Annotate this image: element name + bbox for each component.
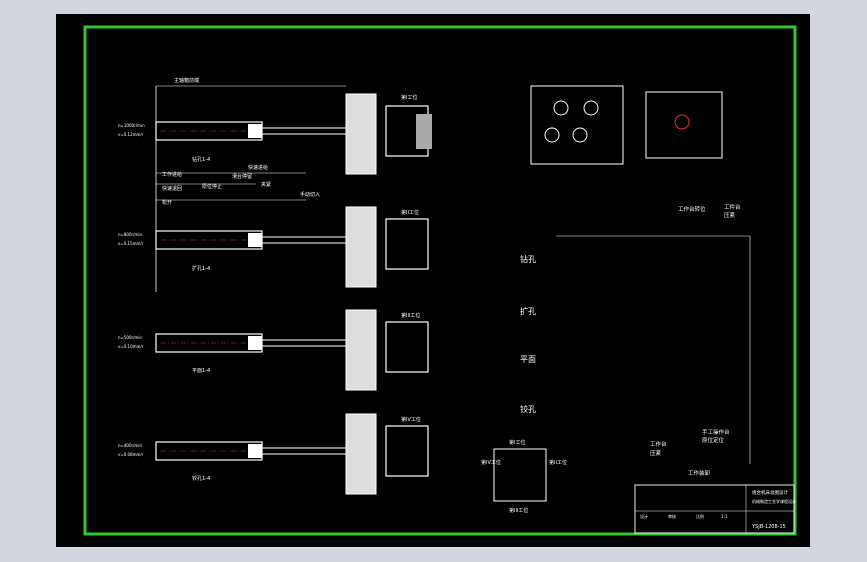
flow-top3: 压紧 xyxy=(724,211,736,219)
feed-b-1: v=0.12mm/r xyxy=(118,132,144,137)
station-box-bottom: 第III工位 xyxy=(509,507,528,514)
tb-c1: 设计 xyxy=(640,513,648,519)
cycle-l1: 快速进给 xyxy=(248,164,268,171)
spindle-box-4 xyxy=(248,444,262,458)
part-views xyxy=(530,85,723,165)
station-row-1: 第I工位 n=1000r/min v=0.12mm/r 钻孔1-4 xyxy=(118,93,432,175)
cad-drawing: 主轴箱前端 第I工位 n=1000r/min v=0.12mm/r 钻孔1-4 … xyxy=(83,25,797,536)
stations-layer: 第I工位 n=1000r/min v=0.12mm/r 钻孔1-4 第II工位 … xyxy=(118,93,432,495)
flow-top2: 工件台 xyxy=(724,203,741,211)
hatch-1 xyxy=(416,114,432,149)
spindle-box-1 xyxy=(248,124,262,138)
flow-bottom3: 工作装卸 xyxy=(688,469,711,477)
process-flow: 工作台转位 工件台 压紧 钻孔 扩孔 平面 铰孔 工作台 压紧 工作装卸 手工操… xyxy=(520,203,751,477)
feed-b-3: v=0.10mm/r xyxy=(118,344,144,349)
cycle-diagram: 快速进给 工作进给 滑台停留 快速退回 原位停止 夹紧 松开 手动切入 xyxy=(156,164,320,206)
flow-op-3: 平面 xyxy=(520,355,536,364)
drawing-sheet: 主轴箱前端 第I工位 n=1000r/min v=0.12mm/r 钻孔1-4 … xyxy=(56,14,810,547)
tb-title: 组合机床总图设计 xyxy=(752,489,788,496)
flow-side1: 手工操作台 xyxy=(702,428,730,436)
cycle-l4: 快速退回 xyxy=(162,185,182,192)
feed-a-1: n=1000r/min xyxy=(118,123,145,128)
title-block-rect xyxy=(634,484,795,534)
title-block: 组合机床总图设计 机械制造工艺学课程设计 YSJB-1208-15 设计 审核 … xyxy=(634,484,796,534)
feed-a-3: n=500r/min xyxy=(118,335,143,340)
station-box: 第I工位 第III工位 第IV工位 第II工位 xyxy=(481,439,567,514)
station-name-1: 钻孔1-4 xyxy=(192,156,210,163)
station-label-3: 第III工位 xyxy=(401,312,420,319)
station-box-top: 第I工位 xyxy=(509,439,525,446)
tb-subtitle: 机械制造工艺学课程设计 xyxy=(752,498,796,504)
feed-b-2: v=0.15mm/r xyxy=(118,241,144,246)
tb-c4: 1:1 xyxy=(721,514,728,519)
cycle-l8: 手动切入 xyxy=(300,191,320,198)
workpiece-4 xyxy=(385,425,429,477)
cycle-l2: 工作进给 xyxy=(162,171,182,178)
station-box-rect xyxy=(493,448,547,502)
station-label-2: 第II工位 xyxy=(401,209,419,216)
feed-b-4: v=0.08mm/r xyxy=(118,452,144,457)
station-label-1: 第I工位 xyxy=(401,94,417,101)
fixture-3 xyxy=(345,309,377,391)
drawing-frame xyxy=(83,25,797,536)
spindle-box-3 xyxy=(248,336,262,350)
feed-a-4: n=400r/min xyxy=(118,443,143,448)
station-box-left: 第IV工位 xyxy=(481,459,501,466)
station-label-4: 第IV工位 xyxy=(401,416,421,423)
part-side-view xyxy=(645,91,723,159)
hole-side xyxy=(674,114,690,130)
top-callout: 主轴箱前端 xyxy=(174,77,199,84)
station-row-3: 第III工位 n=500r/min v=0.10mm/r 平面1-4 xyxy=(118,309,429,391)
spindle-box-2 xyxy=(248,233,262,247)
flow-bottom1: 工作台 xyxy=(650,440,667,448)
feed-a-2: n=800r/min xyxy=(118,232,143,237)
flow-op-4: 铰孔 xyxy=(520,404,536,414)
tb-drawing-no: YSJB-1208-15 xyxy=(751,524,786,530)
hole-2 xyxy=(583,100,599,116)
workpiece-2 xyxy=(385,218,429,270)
station-name-4: 铰孔1-4 xyxy=(192,475,210,482)
cycle-l3: 滑台停留 xyxy=(232,173,252,180)
part-front-view xyxy=(530,85,624,165)
tb-c2: 审核 xyxy=(668,513,676,519)
fixture-2 xyxy=(345,206,377,288)
flow-side2: 原位定位 xyxy=(702,436,725,444)
cycle-l7: 松开 xyxy=(162,199,172,206)
fixture-1 xyxy=(345,93,377,175)
hole-4 xyxy=(572,127,588,143)
fixture-4 xyxy=(345,413,377,495)
station-row-4: 第IV工位 n=400r/min v=0.08mm/r 铰孔1-4 xyxy=(118,413,429,495)
hole-1 xyxy=(553,100,569,116)
cycle-l6: 夹紧 xyxy=(261,181,271,188)
flow-op-2: 扩孔 xyxy=(520,306,536,316)
workpiece-3 xyxy=(385,321,429,373)
station-name-2: 扩孔1-4 xyxy=(192,265,210,272)
hole-3 xyxy=(544,127,560,143)
tb-c3: 比例 xyxy=(696,513,704,519)
station-box-right: 第II工位 xyxy=(549,459,567,466)
station-name-3: 平面1-4 xyxy=(192,368,210,374)
flow-op-1: 钻孔 xyxy=(520,254,536,264)
cycle-l5: 原位停止 xyxy=(202,183,222,190)
flow-bottom2: 压紧 xyxy=(650,449,662,457)
flow-top: 工作台转位 xyxy=(678,205,706,213)
station-row-2: 第II工位 n=800r/min v=0.15mm/r 扩孔1-4 xyxy=(118,206,429,288)
